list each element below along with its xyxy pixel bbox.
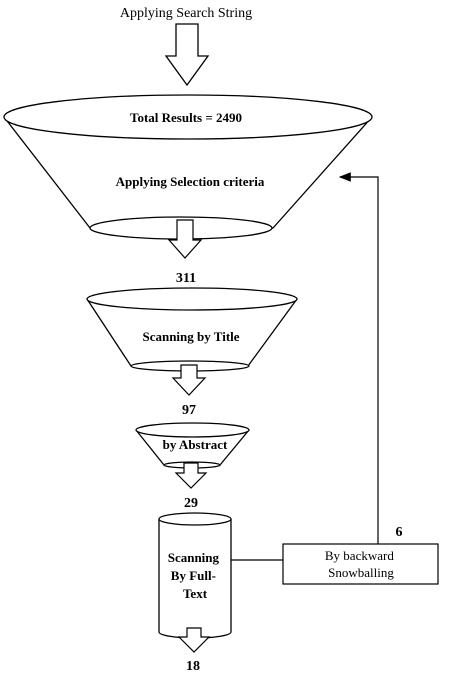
feedback-arrow [338,172,379,544]
snowballing-box [282,543,439,585]
scanning-by-title-label: Scanning by Title [142,329,239,344]
funnel-selection-criteria [3,94,373,240]
total-results-label: Total Results = 2490 [130,110,242,125]
hollow-arrow-down-icon [167,219,203,259]
full-text-line-3: Text [183,586,208,601]
count-final: 18 [186,659,200,674]
full-text-line-2: By Full- [171,568,216,583]
hollow-arrow-down-icon [174,462,208,489]
snowballing-label: By backward Snowballing [325,548,397,580]
full-text-label: Scanning By Full- Text [168,550,223,601]
count-after-title: 97 [182,403,196,418]
count-after-selection: 311 [176,271,196,286]
by-abstract-label: by Abstract [163,437,228,452]
hollow-arrow-down-icon [171,364,207,396]
snowball-count: 6 [396,525,403,540]
full-text-line-1: Scanning [168,550,220,565]
snowballing-line-1: By backward [325,548,394,563]
selection-criteria-label: Applying Selection criteria [116,174,265,189]
hollow-arrow-down-icon [164,23,210,87]
search-string-label: Applying Search String [120,6,252,21]
count-after-abstract: 29 [184,496,198,511]
funnel-abstract [135,422,250,469]
hollow-arrow-down-icon [177,627,211,653]
cylinder-full-text [158,512,232,639]
snowballing-line-2: Snowballing [328,565,394,580]
